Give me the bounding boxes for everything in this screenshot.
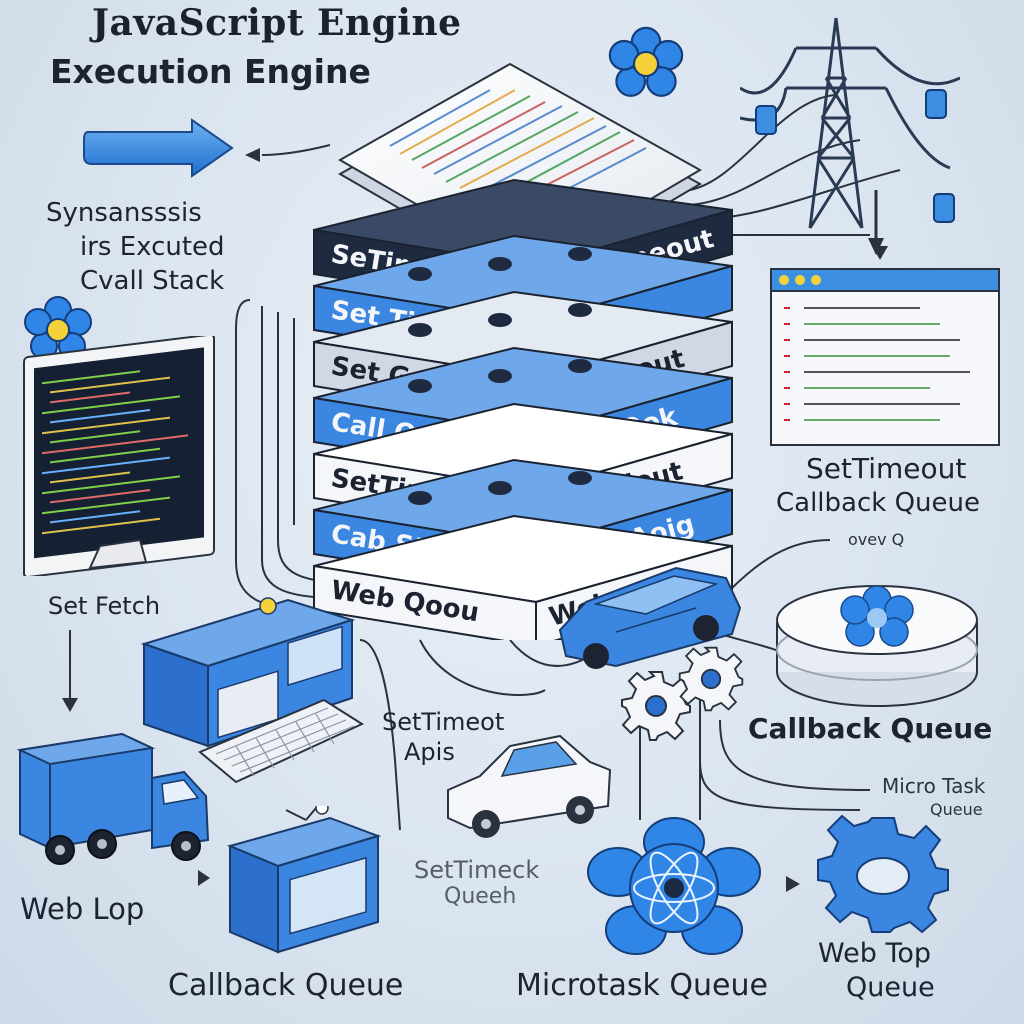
car-icon: [447, 734, 612, 838]
micro-task-line1: Micro Task: [882, 774, 986, 798]
stack-knob: [408, 491, 432, 505]
car-icon: [558, 566, 742, 669]
set-fetch-label: Set Fetch: [48, 592, 161, 620]
stack-knob: [408, 323, 432, 337]
stack-knob: [568, 471, 592, 485]
stack-knob: [568, 303, 592, 317]
stack-knob: [488, 369, 512, 383]
callback-queue-bottom-label: Callback Queue: [168, 968, 404, 1003]
gear-icon: [817, 814, 949, 934]
sync-label-line2: irs Excuted: [80, 232, 225, 262]
web-lop-label: Web Lop: [20, 892, 145, 926]
web-top-line1: Web Top: [818, 938, 932, 969]
stack-knob: [488, 481, 512, 495]
power-tower-icon: [740, 17, 960, 229]
stack-knob: [568, 359, 592, 373]
truck-icon: [16, 732, 210, 865]
stack-knob: [408, 267, 432, 281]
monitor-icon: [23, 336, 215, 576]
settimeout-apis-line2: Apis: [404, 738, 455, 766]
settimeout-callback-label-line1: SetTimeout: [806, 452, 967, 485]
sync-label-line3: Cvall Stack: [80, 266, 225, 296]
flower-icon: [608, 26, 684, 97]
page-title: JavaScript Engine: [92, 2, 462, 44]
sync-label-line1: Synsansssis: [46, 198, 202, 228]
queue-hint-label: ovev Q: [848, 530, 905, 549]
stack-knob: [488, 313, 512, 327]
server-icon: [140, 597, 356, 748]
gear-icon: [678, 646, 744, 712]
web-top-line2: Queue: [846, 972, 935, 1003]
stack-knob: [568, 247, 592, 261]
page-subtitle: Execution Engine: [50, 52, 371, 91]
settimeout-apis-line1: SetTimeot: [382, 708, 505, 736]
callback-queue-right-label: Callback Queue: [748, 712, 993, 745]
micro-task-line2: Queue: [930, 800, 983, 819]
keyboard-icon: [198, 698, 365, 784]
arrow-right-icon: [83, 118, 234, 178]
stack-knob: [488, 257, 512, 271]
stack-knob: [408, 379, 432, 393]
settimeck-line2: Queeh: [444, 884, 517, 909]
server-icon: [226, 806, 382, 954]
microtask-queue-label: Microtask Queue: [516, 968, 768, 1003]
flower-icon: [587, 817, 761, 955]
disc-icon: [776, 585, 978, 707]
browser-window-icon: [770, 268, 1000, 446]
settimeout-callback-label-line2: Callback Queue: [776, 488, 981, 518]
settimeck-line1: SetTimeck: [414, 856, 540, 884]
